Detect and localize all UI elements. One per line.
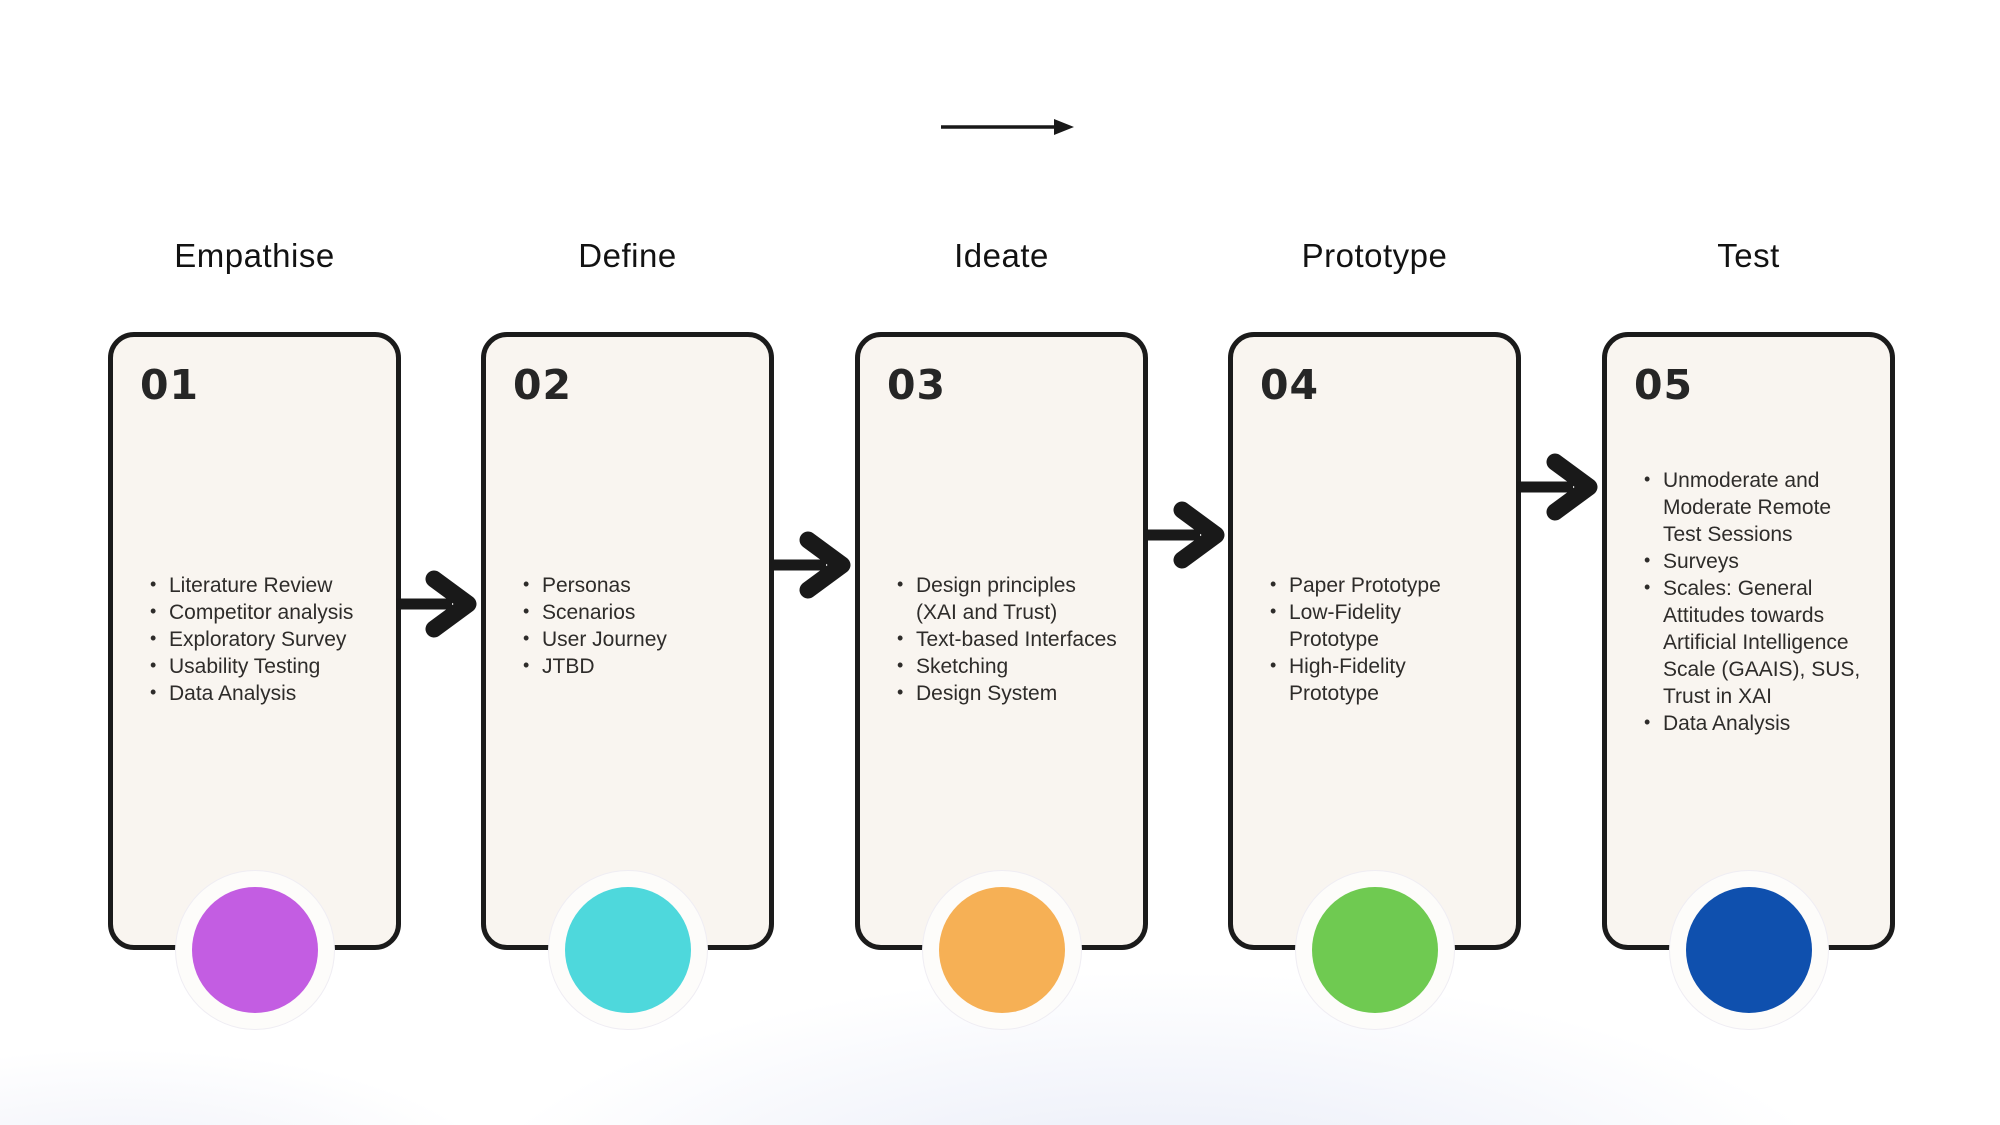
- list-item: Design principles (XAI and Trust): [890, 571, 1118, 626]
- stage-title: Prototype: [1301, 237, 1448, 274]
- list-item: User Journey: [516, 625, 744, 653]
- stage-circle-fill: [191, 887, 318, 1013]
- stage-title: Ideate: [954, 237, 1049, 274]
- stage-circle-fill: [1311, 887, 1438, 1013]
- stage-number: 05: [1634, 361, 1694, 409]
- list-item: Text-based Interfaces: [890, 625, 1118, 653]
- stage-define: Define 02 PersonasScenariosUser JourneyJ…: [481, 0, 774, 1125]
- list-item: Usability Testing: [143, 652, 371, 680]
- stage-circle: [175, 871, 334, 1029]
- list-item: Scales: General Attitudes towards Artifi…: [1637, 574, 1865, 710]
- stage-card: 01 Literature ReviewCompetitor analysisE…: [108, 332, 401, 950]
- top-arrow-icon: [941, 119, 1074, 135]
- stage-circle-fill: [564, 887, 691, 1013]
- stage-number: 04: [1260, 361, 1320, 409]
- stage-prototype: Prototype 04 Paper PrototypeLow-Fidelity…: [1228, 0, 1521, 1125]
- stage-title: Define: [578, 237, 677, 274]
- stage-circle-fill: [938, 887, 1065, 1013]
- list-item: High-Fidelity Prototype: [1263, 652, 1491, 707]
- stage-card: 02 PersonasScenariosUser JourneyJTBD: [481, 332, 774, 950]
- flow-arrow-icon: [770, 531, 851, 599]
- stage-title: Empathise: [174, 237, 335, 274]
- list-item: Data Analysis: [1637, 709, 1865, 737]
- flow-arrow-icon: [396, 570, 477, 638]
- stage-circle-fill: [1685, 887, 1812, 1013]
- stage-activities-list: Unmoderate and Moderate Remote Test Sess…: [1637, 466, 1865, 737]
- stage-circle: [548, 871, 707, 1029]
- list-item: Scenarios: [516, 598, 744, 626]
- stage-card: 05 Unmoderate and Moderate Remote Test S…: [1602, 332, 1895, 950]
- stage-activities-list: Design principles (XAI and Trust)Text-ba…: [890, 571, 1118, 707]
- stage-circle: [922, 871, 1081, 1029]
- list-item: Exploratory Survey: [143, 625, 371, 653]
- list-item: Low-Fidelity Prototype: [1263, 598, 1491, 653]
- stage-number: 01: [140, 361, 200, 409]
- stage-activities-list: PersonasScenariosUser JourneyJTBD: [516, 571, 744, 680]
- stage-title: Test: [1717, 237, 1780, 274]
- list-item: JTBD: [516, 652, 744, 680]
- stage-card: 03 Design principles (XAI and Trust)Text…: [855, 332, 1148, 950]
- stage-number: 02: [513, 361, 573, 409]
- list-item: Competitor analysis: [143, 598, 371, 626]
- flow-arrow-icon: [1144, 501, 1225, 569]
- stage-number: 03: [887, 361, 947, 409]
- list-item: Surveys: [1637, 547, 1865, 575]
- list-item: Data Analysis: [143, 679, 371, 707]
- stage-card: 04 Paper PrototypeLow-Fidelity Prototype…: [1228, 332, 1521, 950]
- stage-activities-list: Paper PrototypeLow-Fidelity PrototypeHig…: [1263, 571, 1491, 707]
- stage-ideate: Ideate 03 Design principles (XAI and Tru…: [855, 0, 1148, 1125]
- list-item: Unmoderate and Moderate Remote Test Sess…: [1637, 466, 1865, 548]
- list-item: Sketching: [890, 652, 1118, 680]
- stage-empathise: Empathise 01 Literature ReviewCompetitor…: [108, 0, 401, 1125]
- stage-circle: [1669, 871, 1828, 1029]
- list-item: Design System: [890, 679, 1118, 707]
- list-item: Paper Prototype: [1263, 571, 1491, 599]
- list-item: Literature Review: [143, 571, 371, 599]
- list-item: Personas: [516, 571, 744, 599]
- stage-circle: [1295, 871, 1454, 1029]
- flow-arrow-icon: [1517, 453, 1598, 521]
- stage-activities-list: Literature ReviewCompetitor analysisExpl…: [143, 571, 371, 707]
- stage-test: Test 05 Unmoderate and Moderate Remote T…: [1602, 0, 1895, 1125]
